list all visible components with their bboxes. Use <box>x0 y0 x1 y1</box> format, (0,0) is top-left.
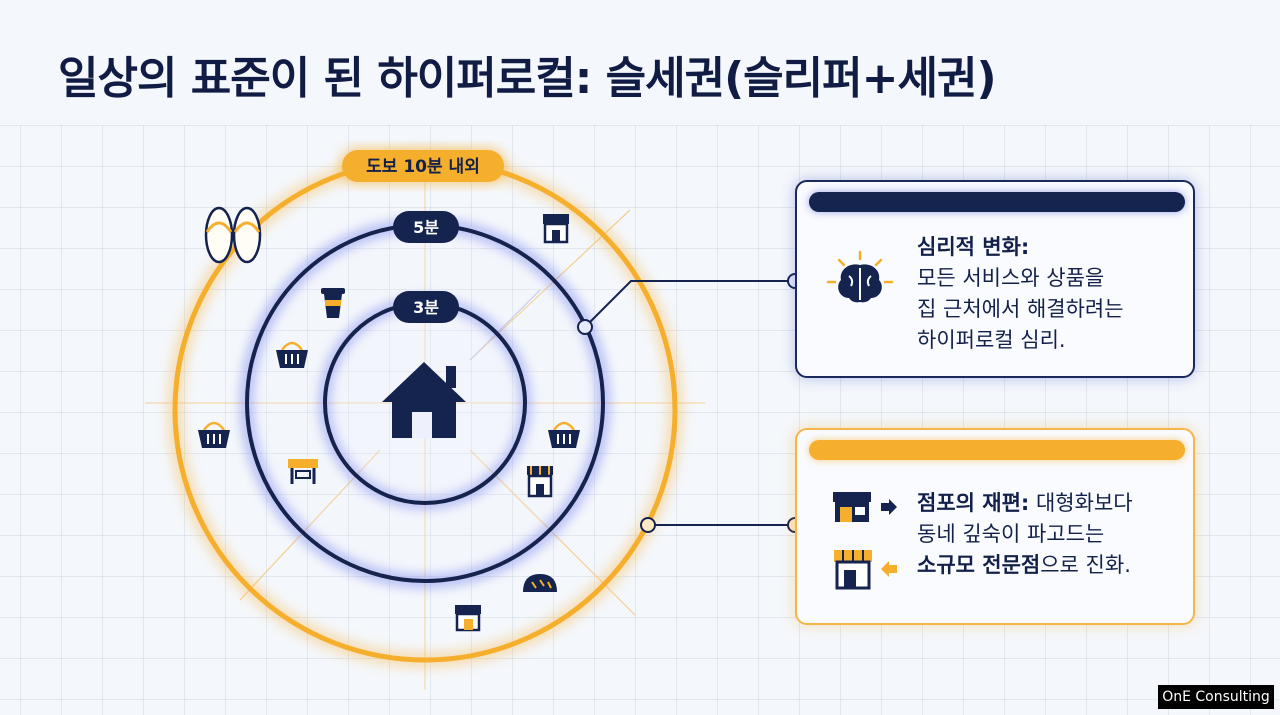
psychology-card-header-bar <box>809 192 1185 212</box>
store-line-3-rest: 으로 진화. <box>1040 553 1131 577</box>
svg-text:5분: 5분 <box>413 218 439 237</box>
connector-psychology <box>577 273 803 335</box>
title-band <box>0 0 1280 125</box>
bread-icon <box>523 574 557 592</box>
store-icon-right <box>527 466 553 498</box>
label-10min: 도보 10분 내외 <box>340 148 506 184</box>
store-card: 점포의 재편: 대형화보다 동네 깊숙이 파고드는 소규모 전문점으로 진화. <box>795 428 1195 625</box>
psychology-line-2: 집 근처에서 해결하려는 <box>917 297 1124 321</box>
connector-store <box>640 517 803 533</box>
watermark: OnE Consulting <box>1158 685 1274 709</box>
psychology-line-1: 모든 서비스와 상품을 <box>917 266 1105 290</box>
large-store-icon <box>833 492 897 522</box>
psychology-heading: 심리적 변화: <box>917 235 1030 259</box>
small-store-icon <box>834 550 897 590</box>
store-line-3-bold: 소규모 전문점 <box>917 553 1041 577</box>
home-icon <box>382 362 466 438</box>
store-line-1-rest: 대형화보다 <box>1029 491 1133 515</box>
store-card-header-bar <box>809 440 1185 460</box>
psychology-card-text: 심리적 변화: 모든 서비스와 상품을 집 근처에서 해결하려는 하이퍼로컬 심… <box>917 232 1124 356</box>
psychology-card: 심리적 변화: 모든 서비스와 상품을 집 근처에서 해결하려는 하이퍼로컬 심… <box>795 180 1195 378</box>
svg-text:도보 10분 내외: 도보 10분 내외 <box>366 157 480 177</box>
store-heading: 점포의 재편: <box>917 491 1030 515</box>
psychology-line-3: 하이퍼로컬 심리. <box>917 328 1066 352</box>
basket-icon-right <box>548 421 580 448</box>
brain-icon <box>826 250 894 303</box>
basket-icon-left <box>276 341 308 368</box>
store-icon-top <box>543 214 569 244</box>
slippers-icon <box>204 206 262 264</box>
store-icon-bottom <box>455 605 481 632</box>
coffee-cup-icon <box>321 288 345 318</box>
label-3min: 3분 <box>393 291 459 323</box>
market-stall-icon <box>288 459 318 484</box>
svg-text:3분: 3분 <box>413 298 439 317</box>
basket-icon-outer <box>198 421 230 448</box>
store-card-text: 점포의 재편: 대형화보다 동네 깊숙이 파고드는 소규모 전문점으로 진화. <box>917 488 1133 581</box>
page-title: 일상의 표준이 된 하이퍼로컬: 슬세권(슬리퍼+세권) <box>58 53 997 104</box>
store-line-2: 동네 깊숙이 파고드는 <box>917 522 1105 546</box>
label-5min: 5분 <box>393 211 459 243</box>
